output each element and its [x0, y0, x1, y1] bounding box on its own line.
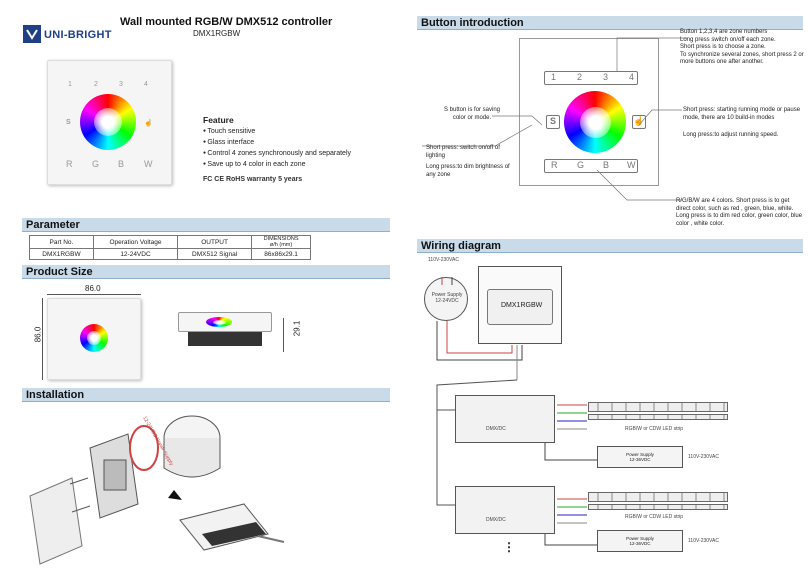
height-label: 86.0 [33, 326, 43, 343]
callout-lines [422, 37, 687, 201]
table-cell: 12-24VDC [92, 248, 179, 260]
round-power-supply: Power Supply 12-24VDC [424, 277, 468, 321]
section-product-size: Product Size [22, 265, 390, 279]
key-g: G [92, 159, 100, 169]
key-r: R [551, 160, 558, 170]
table-header: Operation Voltage [92, 235, 179, 249]
psu-label: Power Supply 12-36VDC [626, 536, 654, 546]
note-speed: Long press:to adjust running speed. [683, 132, 779, 138]
more-devices-ellipsis: ⋮ [503, 540, 515, 554]
led-strip-2 [588, 492, 728, 502]
ac-label-2: 110V-230VAC [688, 538, 719, 544]
zone-key-4: 4 [144, 81, 148, 88]
zone-key-2: 2 [94, 81, 98, 88]
key-w: W [627, 160, 636, 170]
table-header: DIMENSIONS ø/h (mm) [251, 235, 311, 249]
table-cell: DMX1RGBW [29, 248, 94, 260]
size-width-dimension: 86.0 [47, 284, 141, 295]
zone-key-4: 4 [629, 72, 635, 82]
table-header: Part No. [29, 235, 94, 249]
table-row: DMX1RGBW 12-24VDC DMX512 Signal 86x86x29… [29, 248, 311, 260]
decoder-label: DMX/DC [486, 426, 506, 432]
color-buttons: R G B W [544, 159, 638, 173]
led-strip-1 [588, 402, 728, 412]
color-wheel [80, 94, 136, 150]
strip-label-1: RGB/W or CDW LED strip [625, 426, 684, 432]
dmx-decoder-2: DMX/DC [455, 486, 555, 534]
width-label: 86.0 [85, 284, 101, 293]
parameter-table: Part No. Operation Voltage OUTPUT DIMENS… [29, 235, 311, 260]
depth-label: 29.1 [292, 320, 302, 337]
power-supply-1: Power Supply 12-36VDC [597, 446, 683, 468]
mode-icon: ☝ [144, 120, 153, 127]
zone-buttons: 1 2 3 4 [544, 71, 638, 85]
color-wheel [564, 91, 626, 153]
color-wheel [206, 317, 232, 327]
logo: UNI-BRIGHT [22, 24, 112, 44]
controller-box: DMX1RGBW [478, 266, 562, 344]
feature-item: Control 4 zones synchronously and separa… [203, 148, 351, 159]
feature-list: Touch sensitive Glass interface Control … [203, 126, 351, 170]
feature-item: Save up to 4 color in each zone [203, 159, 351, 170]
page-title: Wall mounted RGB/W DMX512 controller [120, 16, 333, 28]
power-supply-2: Power Supply 12-36VDC [597, 530, 683, 552]
installation-illustration: 12-24VDC Power Supply [22, 408, 390, 568]
key-w: W [144, 159, 153, 169]
logo-mark-icon [23, 25, 41, 43]
ac-input-label: 110V-230VAC [428, 257, 459, 263]
wiring-lines [436, 277, 597, 546]
feature-item: Glass interface [203, 137, 351, 148]
section-button-introduction: Button introduction [417, 16, 803, 30]
button-diagram-frame: 1 2 3 4 S ☝ R G B W [519, 38, 659, 186]
save-key: S [66, 119, 71, 126]
note-rgbw: R/G/B/W are 4 colors. Short press is to … [676, 198, 803, 227]
mode-icon: ☝ [632, 115, 646, 129]
strip-label-2: RGB/W or CDW LED strip [625, 514, 684, 520]
depth-dimension-line [283, 318, 284, 352]
section-parameter: Parameter [22, 218, 390, 232]
size-front-view [47, 298, 141, 380]
note-s-button: S button is for saving color or mode. [443, 107, 501, 121]
product-panel-image: 1 2 3 4 S ☝ R G B W [47, 60, 172, 185]
key-b: B [603, 160, 610, 170]
installation-drawing [29, 415, 285, 565]
led-strip-1b [588, 414, 728, 420]
key-g: G [577, 160, 585, 170]
round-ps-label: Power Supply 12-24VDC [431, 292, 463, 304]
ac-label-1: 110V-230VAC [688, 454, 719, 460]
table-cell: DMX512 Signal [177, 248, 253, 260]
certification-logos: FC CE RoHS warranty 5 years [203, 176, 303, 183]
key-r: R [66, 159, 73, 169]
note-zones: Button 1,2,3,4 are zone numbers Long pre… [680, 29, 804, 65]
section-wiring-diagram: Wiring diagram [417, 239, 803, 253]
logo-text: UNI-BRIGHT [44, 29, 112, 41]
zone-key-1: 1 [551, 72, 557, 82]
decoder-label: DMX/DC [486, 517, 506, 523]
save-key: S [546, 115, 560, 129]
note-running: Short press: starting running mode or pa… [683, 107, 801, 121]
feature-title: Feature [203, 115, 234, 125]
controller-label: DMX1RGBW [501, 302, 543, 309]
model-subtitle: DMX1RGBW [193, 29, 241, 38]
size-side-view [178, 312, 272, 352]
feature-item: Touch sensitive [203, 126, 351, 137]
table-header-row: Part No. Operation Voltage OUTPUT DIMENS… [29, 235, 311, 249]
dmx-decoder-1: DMX/DC [455, 395, 555, 443]
table-header: OUTPUT [177, 235, 253, 249]
section-installation: Installation [22, 388, 390, 402]
zone-key-3: 3 [603, 72, 609, 82]
note-long-dim: Long press:to dim brightness of any zone [426, 164, 510, 178]
zone-key-1: 1 [68, 81, 72, 88]
key-b: B [118, 159, 125, 169]
led-strip-2b [588, 504, 728, 510]
note-short-switch: Short press: switch on/off of lighting [426, 145, 500, 159]
color-wheel [80, 324, 108, 352]
height-dimension-line [42, 298, 43, 380]
zone-key-2: 2 [577, 72, 583, 82]
zone-key-3: 3 [119, 81, 123, 88]
table-cell: 86x86x29.1 [251, 248, 311, 260]
psu-label: Power Supply 12-36VDC [626, 452, 654, 462]
